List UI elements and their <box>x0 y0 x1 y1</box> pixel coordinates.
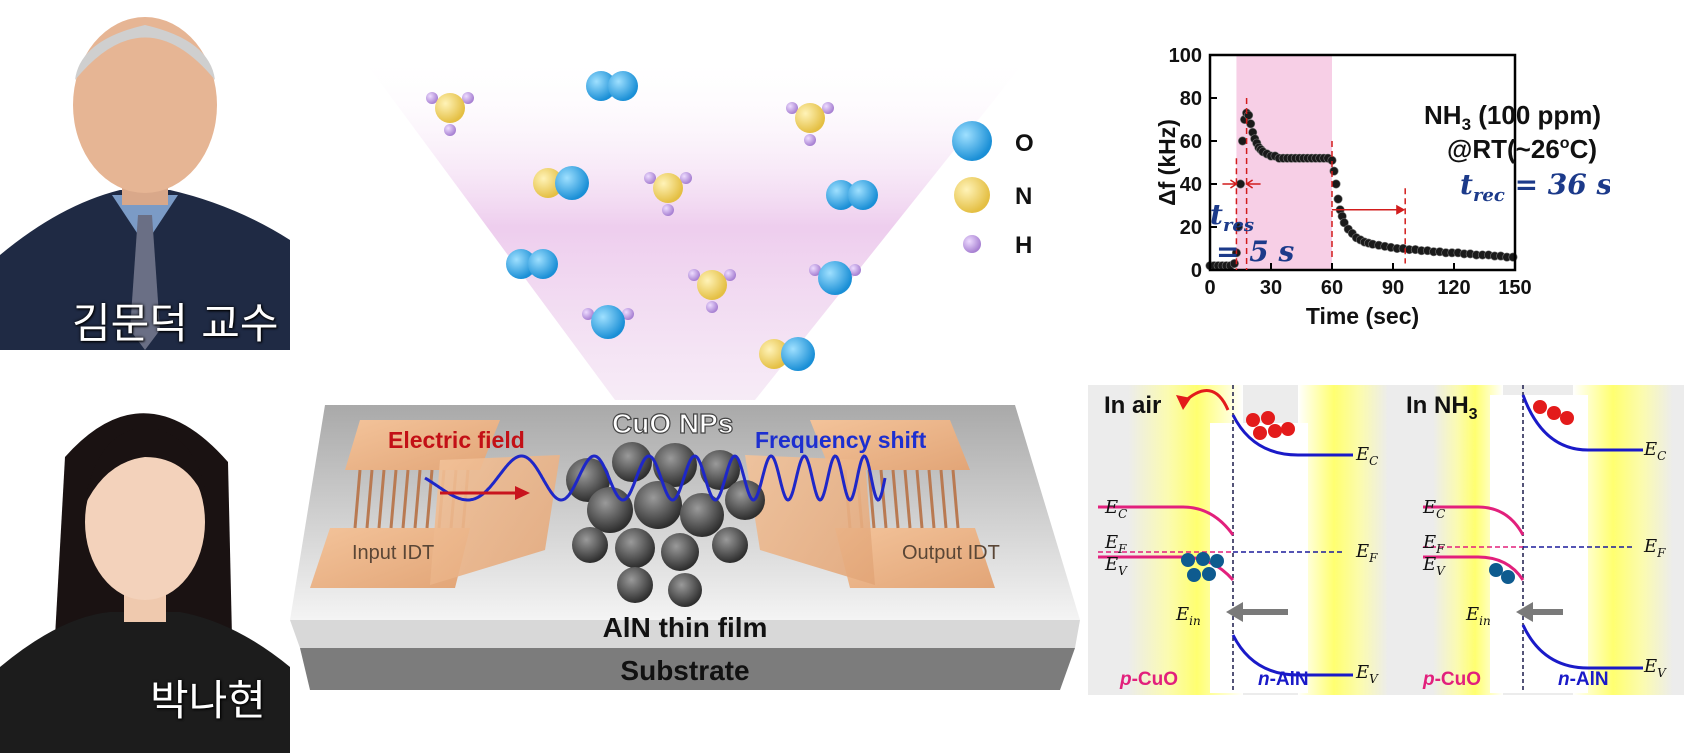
x-tick-label: 30 <box>1260 277 1282 299</box>
data-point <box>1339 218 1349 228</box>
photo-professor: 김문덕 교수 <box>0 0 290 350</box>
data-point <box>1331 179 1341 189</box>
x-tick-label: 0 <box>1204 277 1215 299</box>
plot-frame <box>1208 53 1517 272</box>
output-idt-label: Output IDT <box>902 542 1000 564</box>
ec-label-left-nh3: EC <box>1422 497 1445 521</box>
p-cuo-label-nh3: p-CuO <box>1422 669 1481 690</box>
x-tick-label: 150 <box>1498 277 1531 299</box>
legend-o-label: O <box>1015 130 1034 157</box>
y-tick-label: 60 <box>1180 131 1202 153</box>
x-tick-label: 60 <box>1321 277 1343 299</box>
ev-label-left-nh3: EV <box>1422 554 1446 578</box>
band-title-air: In air <box>1104 392 1161 419</box>
cuo-nps-label: CuO NPs <box>612 408 733 439</box>
ein-label-nh3: Ein <box>1465 604 1491 628</box>
rec-arrowhead <box>1396 204 1406 215</box>
ec-label-left-air: EC <box>1104 497 1127 521</box>
x-tick-label: 120 <box>1437 277 1470 299</box>
t-res-value: = 5 s <box>1216 235 1294 268</box>
y-axis-label: Δf (kHz) <box>1154 119 1180 206</box>
ev-label-right-nh3: EV <box>1643 656 1667 680</box>
output-idt <box>745 420 995 588</box>
x-tick-label: 90 <box>1382 277 1404 299</box>
ef-label-left-air: EF <box>1104 532 1127 556</box>
chart-annotation-rt: @RT(~26oC) <box>1447 134 1597 164</box>
data-point <box>1246 119 1256 129</box>
frequency-shift-label: Frequency shift <box>755 427 927 453</box>
film-label: AlN thin film <box>603 612 768 643</box>
ev-label-right-air: EV <box>1355 662 1379 686</box>
chart-annotation-gas: NH3 (100 ppm) <box>1424 100 1601 134</box>
n-aln-label-nh3: n-AlN <box>1558 669 1609 690</box>
data-point <box>1238 136 1248 146</box>
ev-label-left-air: EV <box>1104 554 1128 578</box>
photo-student: 박나현 <box>0 377 290 753</box>
ef-label-left-nh3: EF <box>1422 532 1445 556</box>
legend-h-label: H <box>1015 232 1032 259</box>
p-cuo-label-air: p-CuO <box>1119 669 1178 690</box>
input-idt <box>310 420 560 588</box>
band-title-nh3: In NH3 <box>1406 392 1478 423</box>
band-diagrams: In air EC EF EV EC EF EV Ein p-CuO n-AlN… <box>1088 385 1684 695</box>
saw-device-illustration: O N H <box>290 55 1080 690</box>
legend-n-label: N <box>1015 183 1032 210</box>
t-rec-label: trec = 36 s <box>1460 168 1610 206</box>
ef-label-right-nh3: EF <box>1643 536 1666 560</box>
legend-h-swatch <box>963 235 981 253</box>
y-tick-label: 80 <box>1180 88 1202 110</box>
legend-o-swatch <box>952 121 992 161</box>
wave <box>424 454 887 502</box>
ec-label-right-nh3: EC <box>1643 439 1666 463</box>
data-point <box>1244 110 1254 120</box>
t-res-label: tres <box>1210 198 1254 236</box>
person-name-2: 박나현 <box>150 676 266 725</box>
res-arrows <box>1222 179 1261 189</box>
x-axis-label: Time (sec) <box>1306 303 1419 329</box>
gas-molecules <box>426 71 878 371</box>
band-panel-air: In air EC EF EV EC EF EV Ein p-CuO n-AlN <box>1098 385 1388 695</box>
substrate-label: Substrate <box>620 655 749 686</box>
y-tick-label: 40 <box>1180 174 1202 196</box>
data-point <box>1329 166 1339 176</box>
field-arrowhead <box>515 486 530 500</box>
input-idt-label: Input IDT <box>352 542 434 564</box>
person-name-1: 김문덕 교수 <box>72 299 279 348</box>
n-aln-label-air: n-AlN <box>1258 669 1309 690</box>
ec-label-right-air: EC <box>1355 444 1378 468</box>
band-panel-nh3: In NH3 EC EF EV EC EF EV Ein p-CuO n-AlN <box>1406 385 1673 695</box>
legend: O N H <box>952 121 1034 259</box>
data-point <box>1333 194 1343 204</box>
ein-label-air: Ein <box>1175 604 1201 628</box>
y-tick-label: 100 <box>1169 45 1202 67</box>
ef-label-right-air: EF <box>1355 541 1378 565</box>
legend-n-swatch <box>954 177 990 213</box>
y-tick-label: 20 <box>1180 217 1202 239</box>
y-tick-label: 0 <box>1191 260 1202 282</box>
electric-field-label: Electric field <box>388 427 525 453</box>
